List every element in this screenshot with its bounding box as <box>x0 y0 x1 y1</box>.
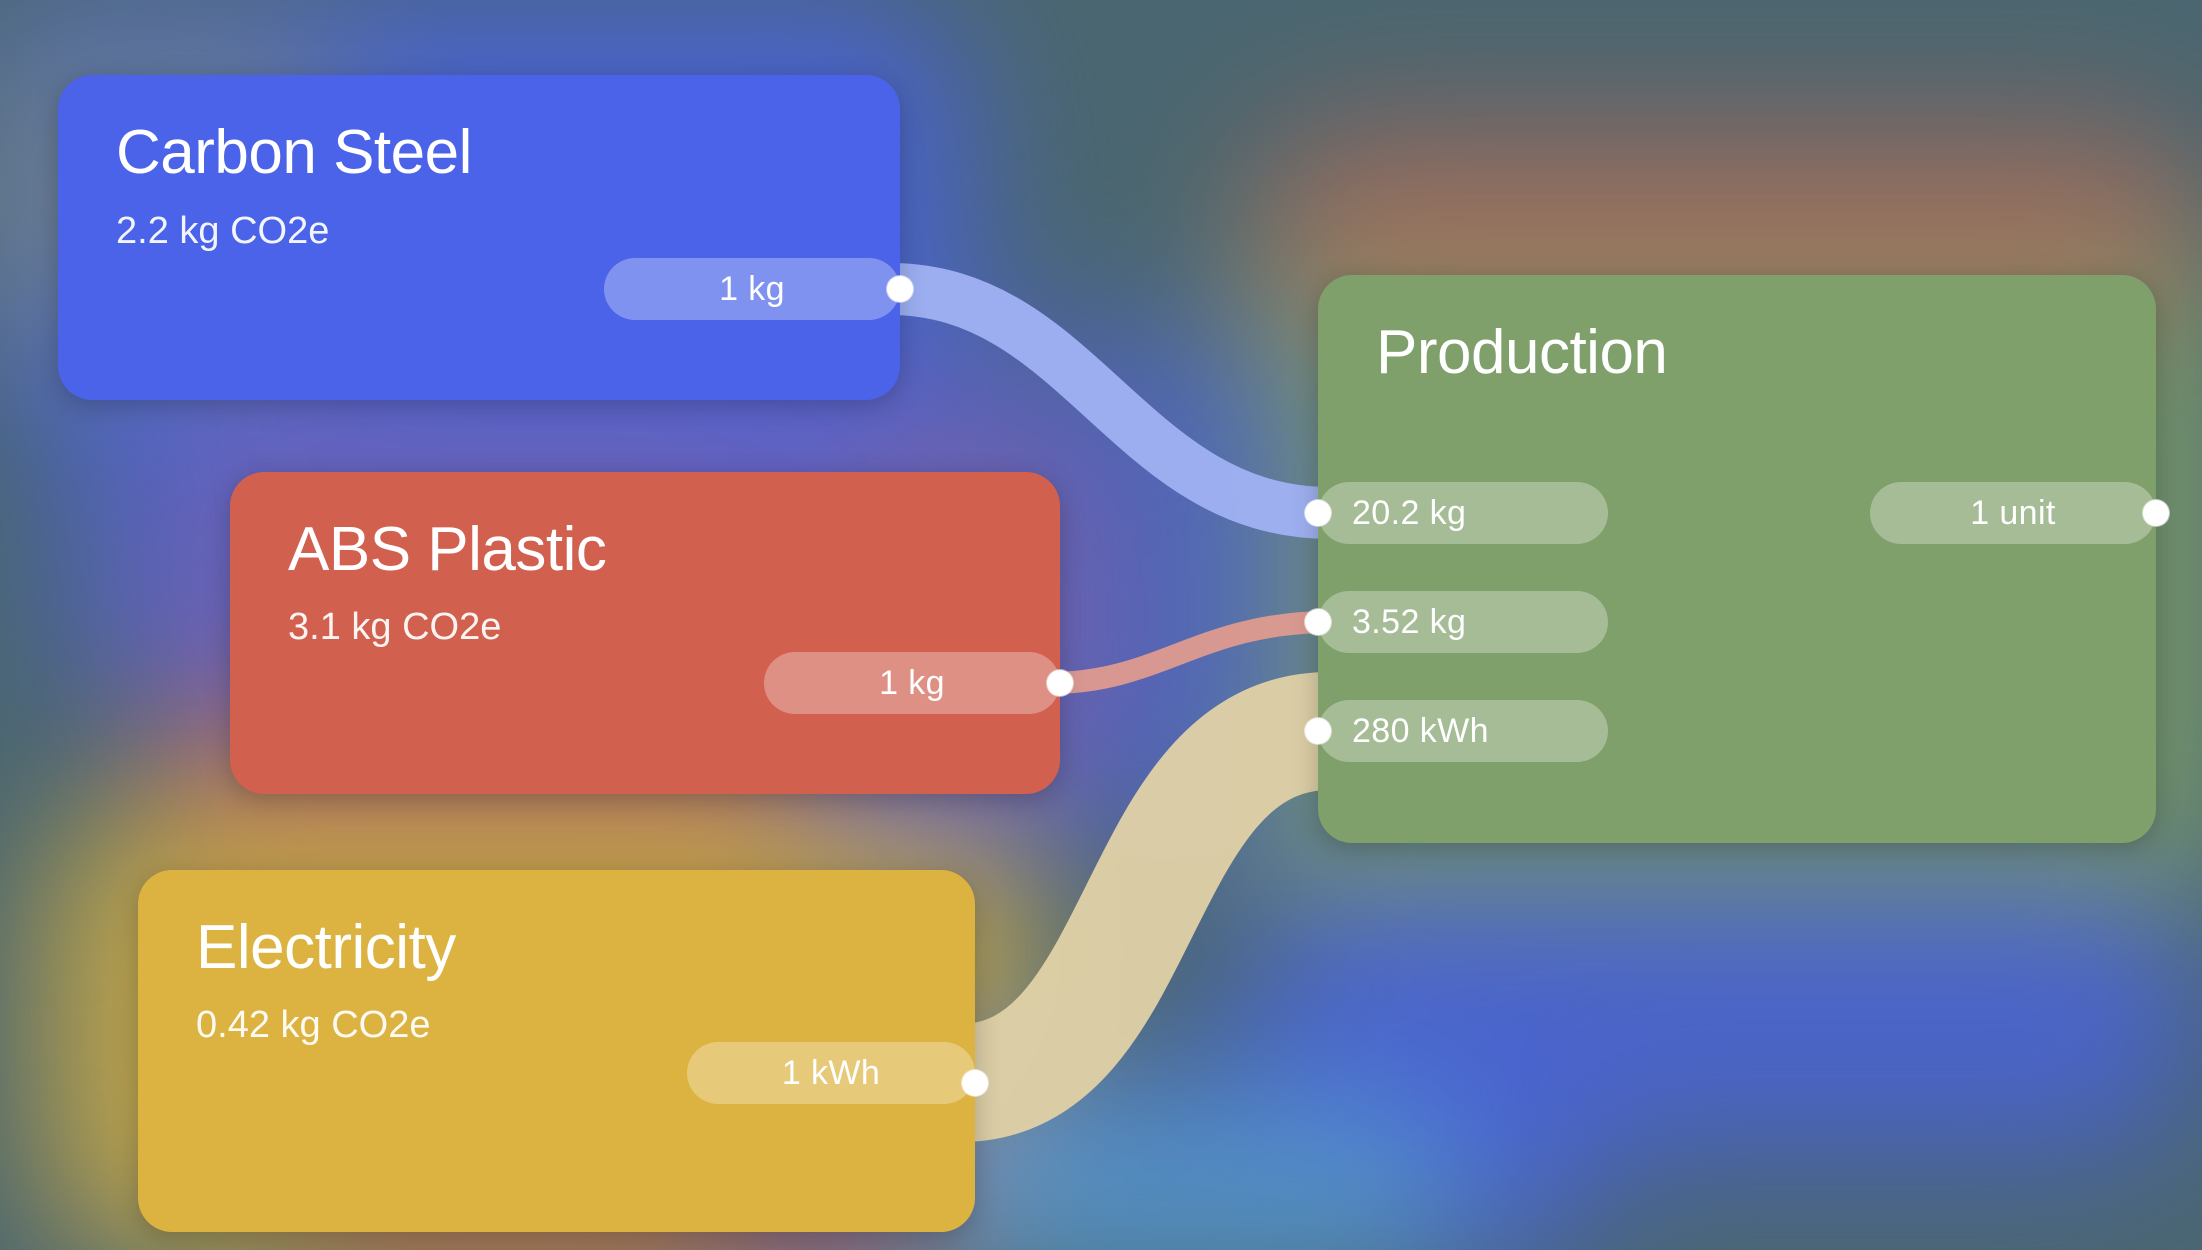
node-abs-plastic[interactable]: ABS Plastic 3.1 kg CO2e 1 kg <box>230 472 1060 794</box>
node-title-abs-plastic: ABS Plastic <box>288 515 607 584</box>
node-subtitle-electricity: 0.42 kg CO2e <box>196 1004 431 1046</box>
port-in-production-1[interactable]: 20.2 kg <box>1318 482 1608 544</box>
port-out-production[interactable]: 1 unit <box>1870 482 2156 544</box>
port-label-production-in-3: 280 kWh <box>1352 711 1489 750</box>
dot-production-in-3[interactable] <box>1305 718 1331 744</box>
port-label-electricity-out: 1 kWh <box>781 1053 881 1092</box>
port-label-production-out: 1 unit <box>1970 493 2056 532</box>
port-in-production-3[interactable]: 280 kWh <box>1318 700 1608 762</box>
node-subtitle-abs-plastic: 3.1 kg CO2e <box>288 606 502 648</box>
dot-production-in-1[interactable] <box>1305 500 1331 526</box>
node-subtitle-carbon-steel: 2.2 kg CO2e <box>116 210 330 252</box>
dot-production-out[interactable] <box>2143 500 2169 526</box>
port-out-abs-plastic[interactable]: 1 kg <box>764 652 1060 714</box>
port-label-carbon-steel-out: 1 kg <box>719 269 785 308</box>
dot-production-in-2[interactable] <box>1305 609 1331 635</box>
node-title-electricity: Electricity <box>196 913 456 982</box>
node-production[interactable]: Production 20.2 kg 3.52 kg 280 kWh 1 uni… <box>1318 275 2156 843</box>
node-title-production: Production <box>1376 318 1668 387</box>
node-title-carbon-steel: Carbon Steel <box>116 118 472 187</box>
port-out-electricity[interactable]: 1 kWh <box>687 1042 975 1104</box>
dot-plastic-out[interactable] <box>1047 670 1073 696</box>
dot-electricity-out[interactable] <box>962 1070 988 1096</box>
port-label-abs-plastic-out: 1 kg <box>879 663 945 702</box>
port-out-carbon-steel[interactable]: 1 kg <box>604 258 900 320</box>
port-in-production-2[interactable]: 3.52 kg <box>1318 591 1608 653</box>
port-label-production-in-1: 20.2 kg <box>1352 493 1467 532</box>
edge-plastic-to-production <box>1049 611 1331 694</box>
port-label-production-in-2: 3.52 kg <box>1352 602 1467 641</box>
node-electricity[interactable]: Electricity 0.42 kg CO2e 1 kWh <box>138 870 975 1232</box>
node-carbon-steel[interactable]: Carbon Steel 2.2 kg CO2e 1 kg <box>58 75 900 400</box>
dot-steel-out[interactable] <box>887 276 913 302</box>
